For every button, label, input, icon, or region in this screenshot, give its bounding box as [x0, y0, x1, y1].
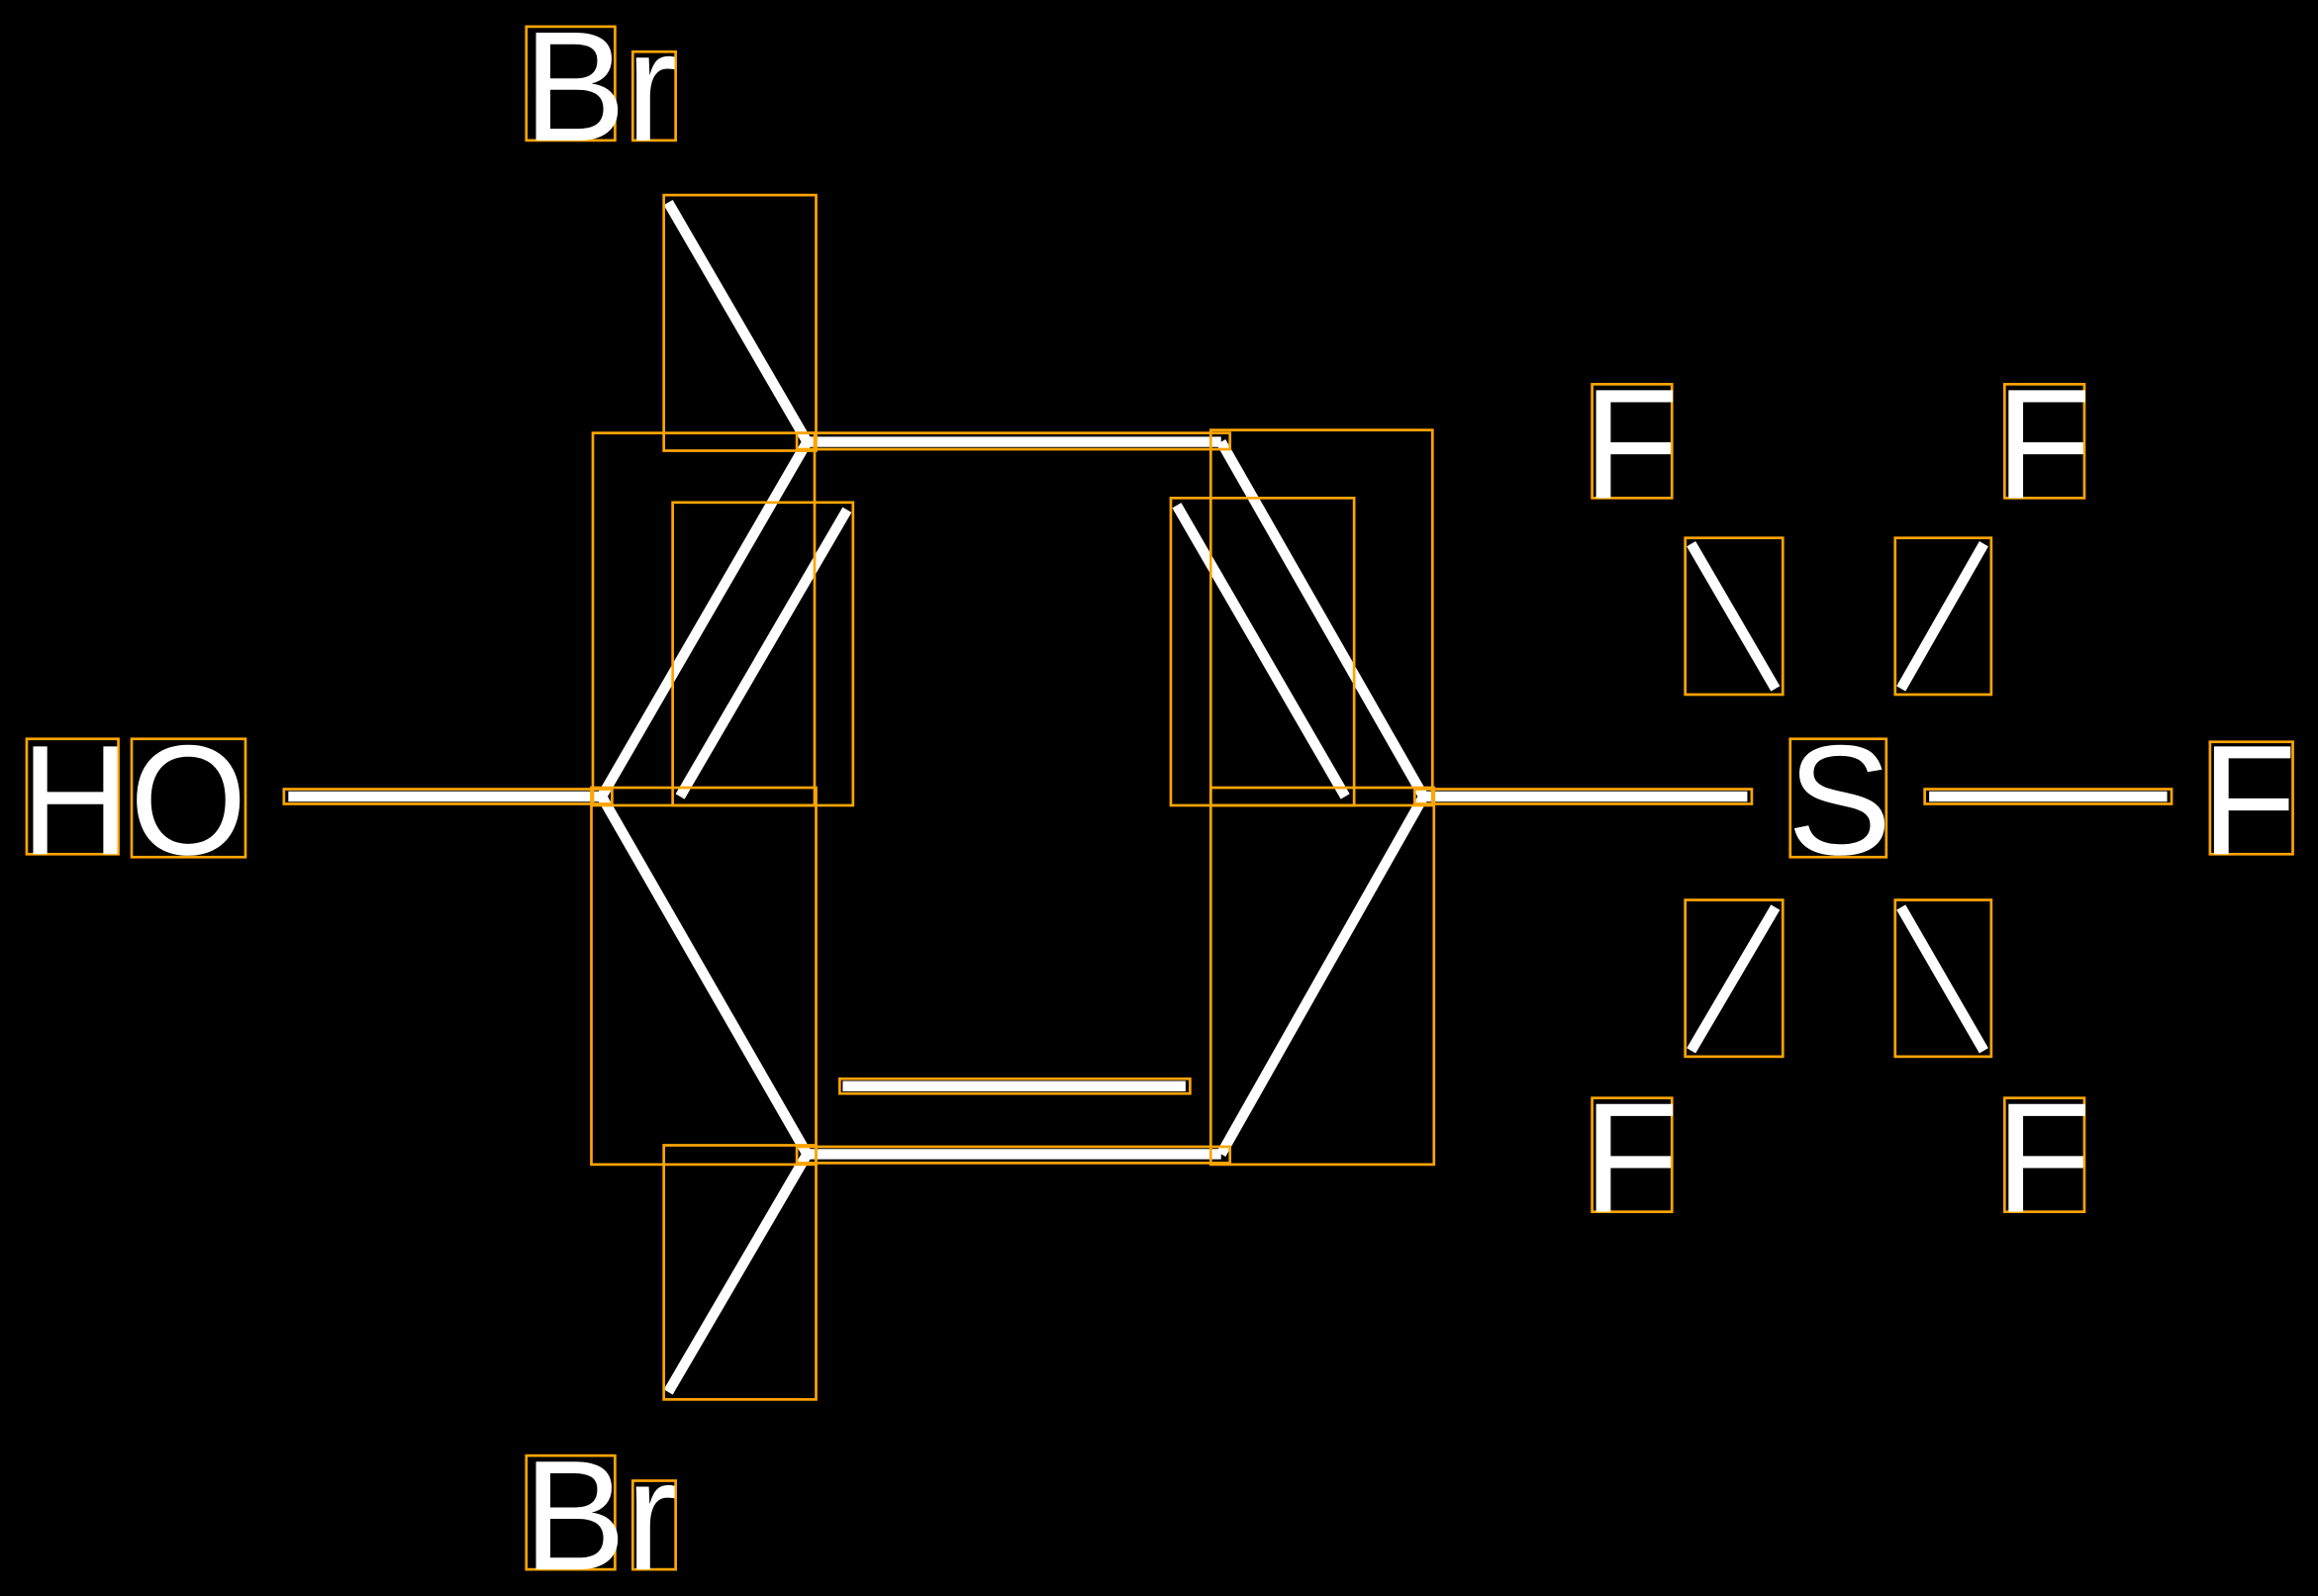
- atom-br-top: Br: [524, 0, 677, 174]
- bbox: [671, 501, 855, 807]
- bbox: [2002, 1096, 2086, 1214]
- atom-sulfur: S: [1787, 712, 1892, 888]
- atom-f-bottom-right: F: [1995, 1071, 2091, 1246]
- bbox: [630, 1479, 677, 1571]
- bbox: [662, 1144, 818, 1401]
- atom-br-bottom: Br: [524, 1428, 677, 1596]
- bbox: [795, 1145, 1232, 1165]
- bond-inner-left: [675, 507, 852, 799]
- bbox: [1169, 496, 1356, 807]
- bond-br-bottom: [663, 1151, 813, 1395]
- bbox: [795, 431, 1232, 451]
- atom-f-top-right: F: [1995, 356, 2091, 531]
- bbox: [1208, 786, 1436, 1167]
- bonds: [288, 199, 2168, 1395]
- bbox: [1684, 536, 1785, 697]
- bbox: [1684, 898, 1785, 1059]
- atom-f-top-left: F: [1584, 356, 1680, 531]
- bbox: [1591, 382, 1674, 500]
- bbox: [130, 737, 247, 859]
- bond-ring-lower-right: [1216, 794, 1428, 1158]
- bond-s-f-bottom-left: [1687, 904, 1781, 1054]
- atom-f-right: F: [2201, 712, 2297, 888]
- bounding-boxes: [25, 25, 2294, 1571]
- bbox: [1893, 898, 1993, 1059]
- bbox: [630, 49, 677, 142]
- bond-s-f-top-left: [1687, 540, 1781, 692]
- bbox: [25, 737, 120, 856]
- bbox: [2208, 740, 2294, 856]
- bond-s-f-top-right: [1896, 541, 1988, 692]
- atom-f-bottom-left: F: [1584, 1071, 1680, 1246]
- bbox: [1413, 788, 1754, 805]
- bbox: [662, 193, 818, 452]
- bbox: [838, 1077, 1192, 1095]
- bond-br-top: [663, 199, 813, 445]
- bbox: [2002, 382, 2086, 500]
- bbox: [590, 786, 818, 1167]
- bbox: [1893, 536, 1993, 697]
- atom-hydroxyl: HO: [21, 712, 247, 888]
- bond-ring-upper-right: [1216, 438, 1428, 799]
- bbox: [1591, 1096, 1674, 1214]
- bond-ring-lower-left: [597, 794, 813, 1158]
- bond-ring-upper-left: [597, 438, 813, 799]
- bbox: [1923, 788, 2173, 805]
- bond-inner-right: [1172, 503, 1350, 799]
- bbox: [525, 25, 617, 142]
- bbox: [282, 788, 614, 805]
- bbox: [525, 1454, 617, 1571]
- bbox: [1788, 737, 1888, 859]
- atom-labels: Br Br HO S F F F F F: [21, 0, 2297, 1596]
- bond-s-f-bottom-right: [1896, 904, 1988, 1054]
